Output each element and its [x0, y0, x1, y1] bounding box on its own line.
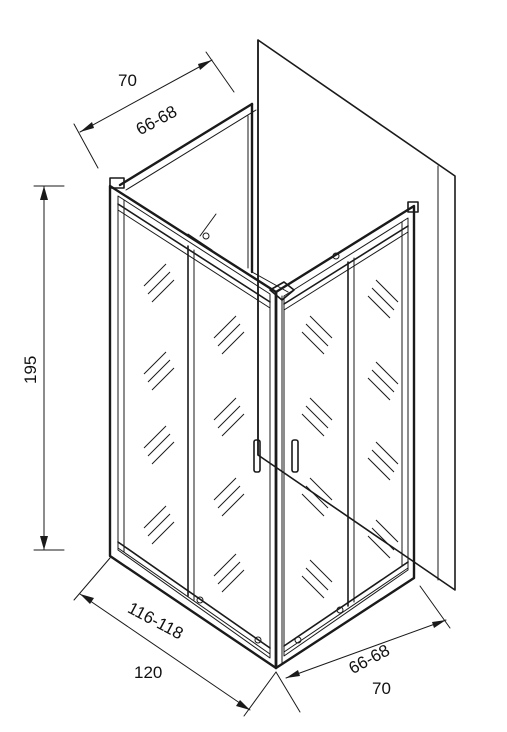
dimension-front-inner: 116-118: [125, 598, 187, 643]
reflection-mark: [213, 397, 245, 437]
back-frame: [118, 102, 361, 293]
reflection-mark: [213, 315, 245, 355]
dimension-side: 66-68 70: [275, 585, 451, 713]
side-panel: [269, 201, 419, 670]
reflection-mark: [143, 351, 175, 391]
dimension-top: 70 66-68: [73, 51, 235, 169]
reflection-mark: [367, 279, 399, 319]
reflection-mark: [301, 315, 333, 355]
reflection-mark: [367, 519, 399, 559]
reflection-mark: [143, 263, 175, 303]
dimension-height: 195: [21, 185, 65, 551]
reflection-mark: [301, 477, 333, 517]
wall: [257, 39, 456, 591]
reflection-mark: [367, 361, 399, 401]
dimension-front-outer: 120: [134, 663, 162, 682]
glass-reflections: [143, 263, 399, 599]
reflection-mark: [301, 397, 333, 437]
reflection-mark: [143, 505, 175, 545]
reflection-mark: [213, 553, 245, 593]
dimension-side-inner: 66-68: [346, 641, 393, 678]
dimension-side-outer: 70: [372, 679, 391, 698]
reflection-mark: [367, 441, 399, 481]
reflection-mark: [213, 477, 245, 517]
dimension-top-inner: 66-68: [133, 102, 180, 139]
dimension-top-outer: 70: [118, 71, 137, 90]
dimension-height-value: 195: [21, 356, 40, 384]
reflection-mark: [143, 425, 175, 465]
reflection-mark: [301, 559, 333, 599]
